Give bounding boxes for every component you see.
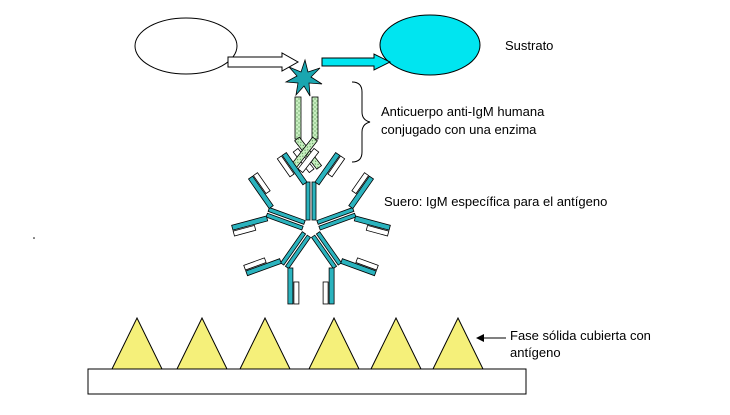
substrate-label: Sustrato — [505, 38, 554, 53]
antigen-triangle — [370, 316, 422, 370]
solid-phase-plate — [87, 368, 527, 395]
antigen-triangle — [308, 316, 360, 370]
right-arrow-icon — [227, 52, 300, 72]
antigen-triangle — [176, 316, 228, 370]
antigen-triangle — [111, 316, 163, 370]
antigen-row — [111, 316, 484, 370]
brace — [351, 81, 371, 163]
left-arrow-icon — [476, 334, 484, 342]
antigen-triangle — [432, 316, 484, 370]
enzyme-ellipse — [134, 17, 238, 75]
solid-phase-label-line2: antígeno — [510, 345, 561, 360]
stray-dot — [33, 237, 35, 239]
igm-pentamer — [228, 152, 394, 310]
substrate-ellipse — [379, 14, 481, 76]
star-burst-icon — [284, 58, 323, 97]
antigen-triangle — [239, 316, 291, 370]
conjugate-label-line2: conjugado con una enzima — [381, 122, 537, 137]
right-arrow-icon — [321, 53, 392, 71]
serum-label: Suero: IgM específica para el antígeno — [384, 194, 608, 209]
conjugate-label-line1: Anticuerpo anti-IgM humana — [381, 104, 545, 119]
conjugated-antibody — [289, 96, 323, 174]
solid-phase-label-line1: Fase sólida cubierta con — [510, 328, 651, 343]
